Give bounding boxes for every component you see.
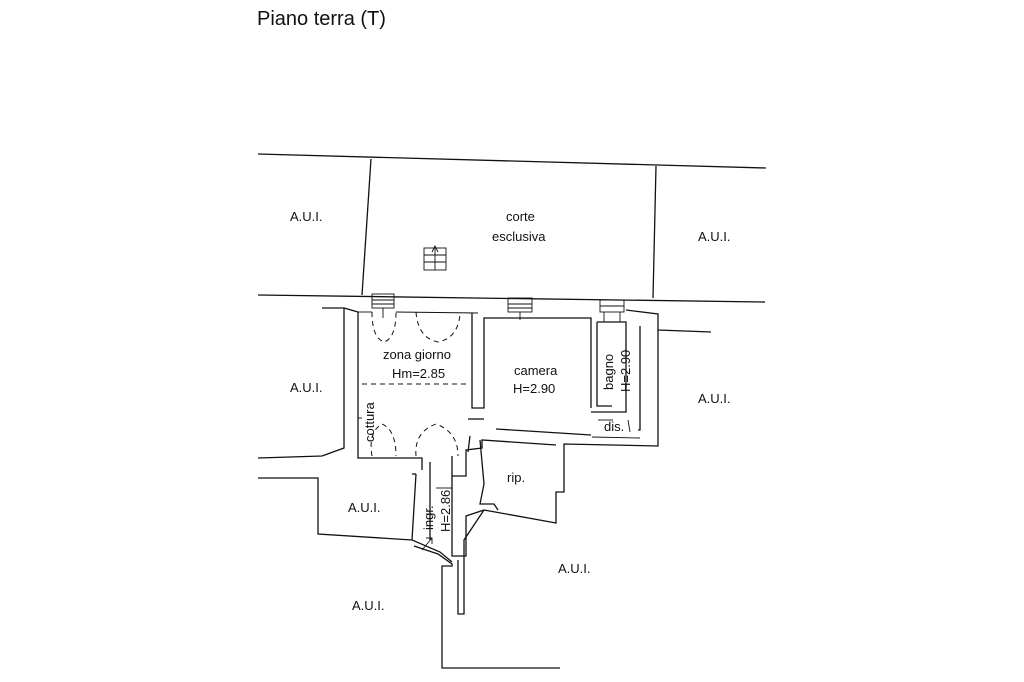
- aui-lower-left-small-label: A.U.I.: [348, 500, 381, 515]
- aui-mid-left-label: A.U.I.: [290, 380, 323, 395]
- plan-title: Piano terra (T): [257, 8, 386, 30]
- entrance-arrow-icon: [421, 537, 433, 551]
- ingresso-label: ingr.: [421, 505, 436, 530]
- stair-icon: [423, 244, 447, 271]
- corte-label-line1: corte: [506, 209, 535, 224]
- ingresso-height: H=2.86: [438, 490, 453, 532]
- rip-label: rip.: [507, 470, 525, 485]
- aui-bottom-right-label: A.U.I.: [558, 561, 591, 576]
- building-walls: [257, 307, 712, 669]
- dis-label: dis.: [604, 419, 624, 434]
- camera-height: H=2.90: [513, 381, 555, 396]
- aui-mid-right-label: A.U.I.: [698, 391, 731, 406]
- bagno-height: H=2.90: [618, 350, 633, 392]
- window-openings: [371, 293, 625, 320]
- aui-top-left-label: A.U.I.: [290, 209, 323, 224]
- aui-top-right-label: A.U.I.: [698, 229, 731, 244]
- corte-label-line2: esclusiva: [492, 229, 546, 244]
- zona-giorno-height: Hm=2.85: [392, 366, 445, 381]
- boundary-lines: [257, 153, 767, 303]
- zona-giorno-label: zona giorno: [383, 347, 451, 362]
- aui-bottom-left-label: A.U.I.: [352, 598, 385, 613]
- door-swings: [362, 311, 468, 616]
- camera-label: camera: [514, 363, 558, 378]
- cottura-label: cottura: [362, 401, 377, 442]
- bagno-label: bagno: [601, 354, 616, 390]
